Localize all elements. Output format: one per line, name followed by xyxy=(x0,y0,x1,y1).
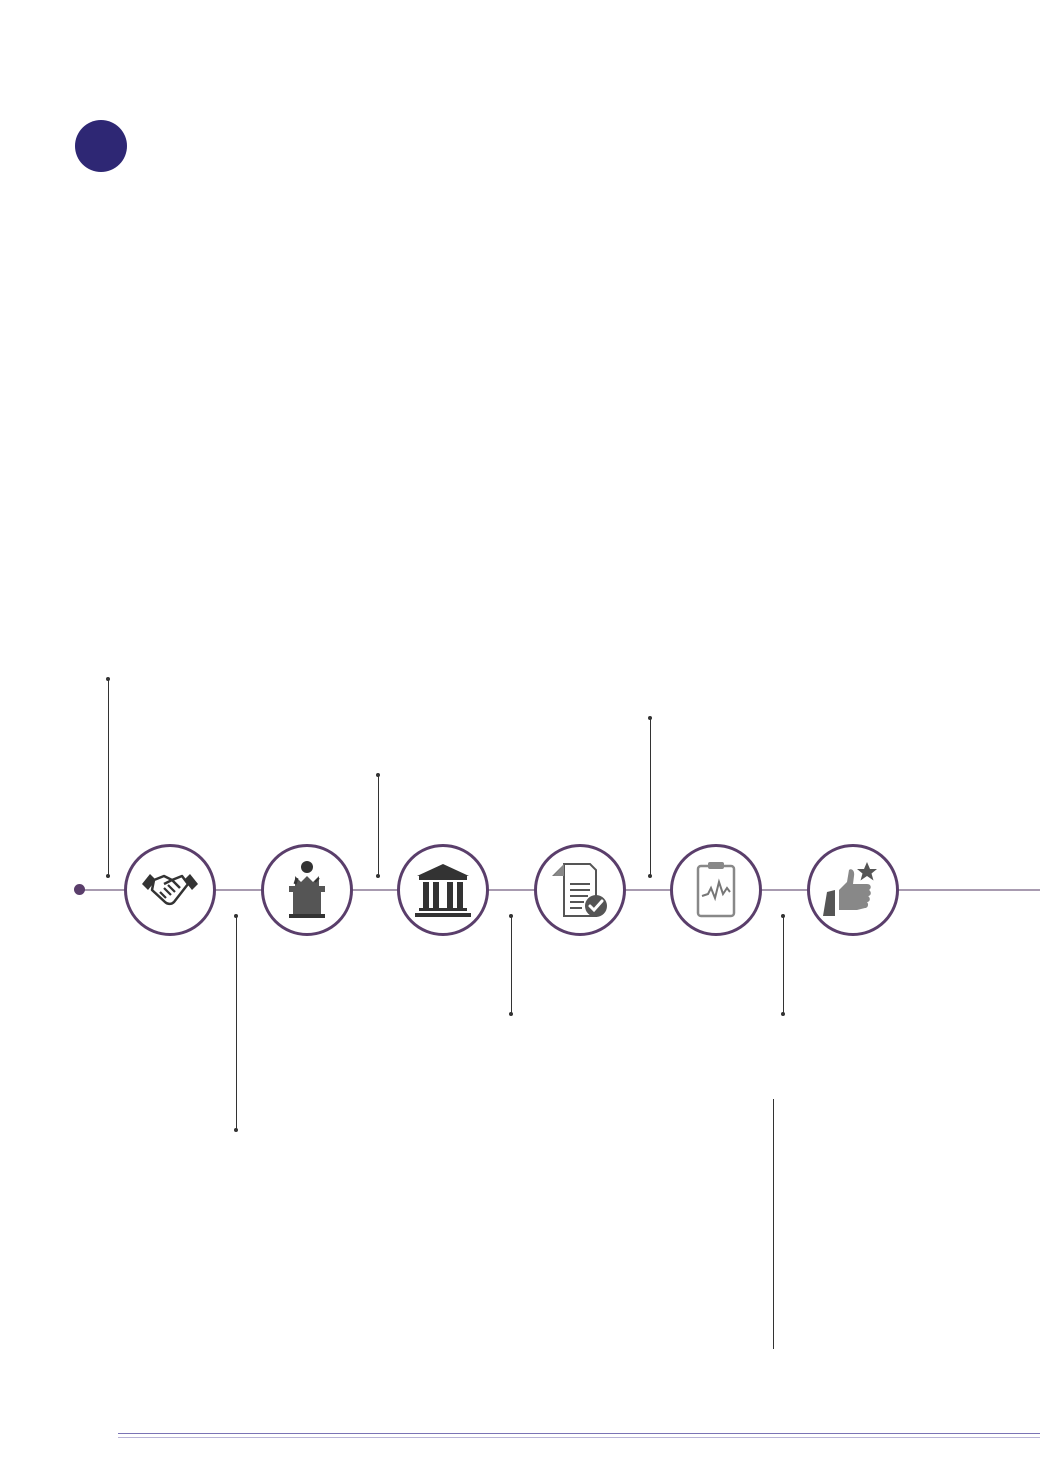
leader-end-1b xyxy=(106,874,110,878)
leader-line-6 xyxy=(783,916,784,1014)
leader-end-3 xyxy=(376,773,380,777)
timeline-node-2 xyxy=(261,844,353,936)
leader-end-2 xyxy=(234,914,238,918)
leader-end-5b xyxy=(648,874,652,878)
leader-end-6b xyxy=(781,1012,785,1016)
timeline-node-6 xyxy=(807,844,899,936)
timeline-node-4 xyxy=(534,844,626,936)
approved-document-icon xyxy=(552,863,607,917)
vertical-divider-line xyxy=(773,1099,774,1349)
thumbs-up-star-icon xyxy=(823,862,877,916)
timeline-start-dot xyxy=(74,884,85,895)
clipboard-chart-icon xyxy=(696,862,736,918)
timeline-node-3 xyxy=(397,844,489,936)
leader-end-1 xyxy=(106,677,110,681)
leader-end-3b xyxy=(376,874,380,878)
speaker-podium-icon xyxy=(289,861,325,918)
leader-end-6 xyxy=(781,914,785,918)
leader-end-4b xyxy=(509,1012,513,1016)
institution-building-icon xyxy=(415,864,471,917)
leader-line-3 xyxy=(378,775,379,876)
handshake-icon xyxy=(142,874,198,906)
timeline-node-5 xyxy=(670,844,762,936)
leader-end-5 xyxy=(648,716,652,720)
leader-line-4 xyxy=(511,916,512,1014)
leader-line-2 xyxy=(236,916,237,1130)
footer-rule xyxy=(118,1433,1040,1434)
section-badge xyxy=(75,120,127,172)
leader-end-2b xyxy=(234,1128,238,1132)
leader-line-5 xyxy=(650,718,651,876)
leader-line-1 xyxy=(108,679,109,876)
footer-rule-secondary xyxy=(118,1437,1040,1438)
leader-end-4 xyxy=(509,914,513,918)
timeline-node-1 xyxy=(124,844,216,936)
